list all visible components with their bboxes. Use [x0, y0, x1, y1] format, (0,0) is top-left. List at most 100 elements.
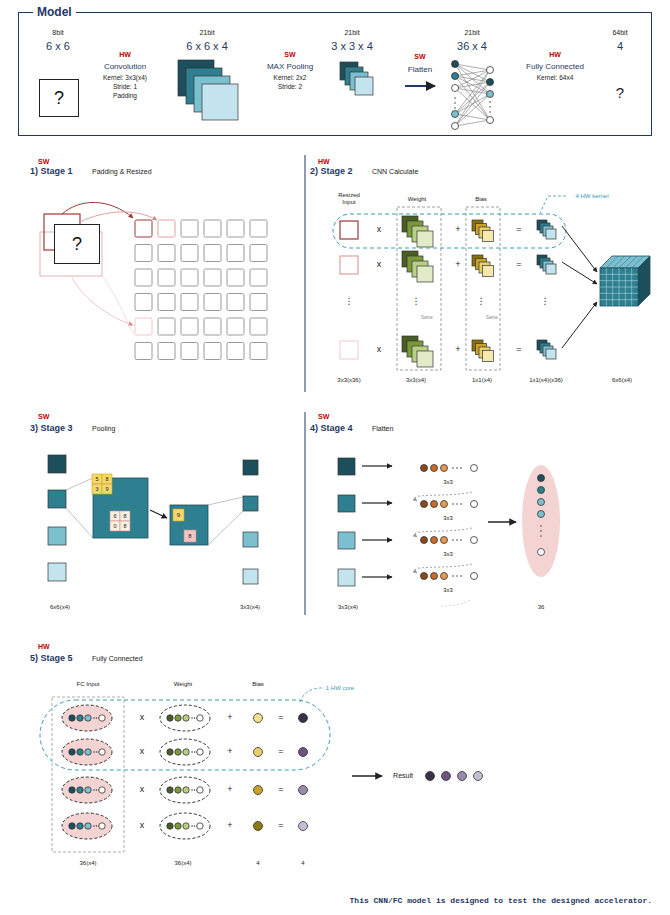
dot [191, 789, 193, 791]
label: x [140, 713, 145, 723]
line [613, 256, 625, 268]
dot [175, 787, 181, 793]
dot [452, 575, 454, 577]
shape [158, 220, 175, 237]
label: 4 HW kernel [575, 193, 608, 200]
label: Resized Input [332, 192, 366, 205]
shape [483, 266, 494, 277]
label: + [227, 785, 232, 795]
label: SW [38, 413, 49, 421]
label: 2) Stage 2 [310, 167, 353, 177]
label: 36(x4) [174, 860, 191, 867]
label: 3x3 [443, 551, 453, 558]
shape [52, 697, 124, 852]
shape [250, 294, 267, 311]
line [625, 268, 626, 306]
dot [421, 537, 428, 544]
line [600, 293, 638, 294]
label: 1 HW core [326, 685, 354, 692]
label: Stride: 1 [113, 83, 137, 90]
shape [40, 700, 330, 770]
line [405, 85, 435, 87]
label: 4) Stage 4 [310, 424, 353, 434]
shape [340, 341, 358, 359]
label: SW [414, 53, 425, 61]
label: 3 x 3 x 4 [331, 40, 373, 52]
dot [194, 717, 196, 719]
shape [135, 343, 152, 360]
dot [183, 823, 189, 829]
shape [204, 220, 221, 237]
caption: This CNN/FC model is designed to test th… [350, 897, 652, 906]
path [638, 256, 650, 306]
label: 8 [105, 476, 108, 482]
shape [181, 245, 198, 262]
label: 0 [113, 523, 116, 529]
shape [170, 505, 208, 545]
line [455, 94, 490, 126]
line [455, 70, 490, 114]
ellipse [62, 777, 112, 803]
shape [181, 220, 198, 237]
dot [452, 85, 459, 92]
dot [489, 106, 491, 108]
node-text: ? [54, 88, 64, 109]
dot [99, 715, 105, 721]
label: HW [38, 643, 50, 651]
label: 3x3 [443, 515, 453, 522]
dot [452, 467, 454, 469]
dot [421, 465, 428, 472]
dot [175, 823, 181, 829]
label: Bias [252, 681, 264, 688]
shape [135, 269, 152, 286]
dot [69, 787, 75, 793]
line [562, 302, 597, 348]
dot [471, 573, 478, 580]
model-panel: Model? [18, 12, 652, 136]
label: SW [38, 158, 49, 166]
line [562, 262, 597, 284]
shape [250, 245, 267, 262]
label: 9 [177, 512, 180, 519]
dot [441, 537, 448, 544]
label: 6 x 6 [46, 40, 70, 52]
path [440, 600, 470, 606]
shape [48, 490, 66, 508]
shape [204, 269, 221, 286]
shape [243, 532, 258, 547]
dot [69, 749, 75, 755]
dot [452, 73, 459, 80]
dot [77, 787, 83, 793]
dot [538, 475, 545, 482]
shape [600, 268, 638, 306]
shape [250, 269, 267, 286]
label: Same [486, 316, 498, 321]
dot [194, 825, 196, 827]
label: 6x6(x4) [612, 377, 632, 384]
dot [474, 772, 483, 781]
dot [452, 503, 454, 505]
shape [340, 221, 358, 239]
dot [442, 772, 451, 781]
label: 36 [538, 604, 545, 611]
label: Kernel: 2x2 [274, 74, 307, 81]
dot [197, 749, 203, 755]
dot [69, 823, 75, 829]
label: FC Input [76, 681, 99, 688]
shape [546, 349, 556, 359]
label: 8 [188, 533, 191, 540]
line [488, 521, 516, 523]
label: 3x3(x36) [337, 377, 360, 384]
label: Kernel: 64x4 [537, 74, 574, 81]
shape [250, 318, 267, 335]
label: 3x3(x4) [240, 604, 260, 611]
dot [487, 91, 494, 98]
dot [77, 823, 83, 829]
label: HW [549, 51, 561, 59]
dot [167, 749, 173, 755]
line [455, 64, 490, 120]
dot [85, 787, 91, 793]
label: + [227, 747, 232, 757]
shape [120, 511, 130, 521]
dot [167, 715, 173, 721]
